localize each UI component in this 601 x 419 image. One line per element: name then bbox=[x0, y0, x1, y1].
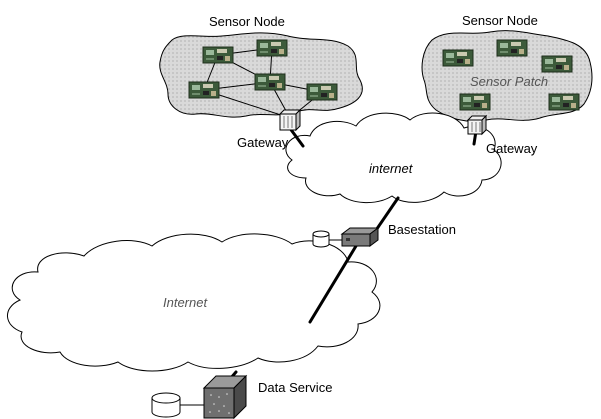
sensor-board bbox=[202, 46, 234, 64]
gateway-right-device bbox=[466, 114, 488, 136]
basestation-database-icon bbox=[312, 230, 342, 248]
data-service-server bbox=[202, 374, 248, 419]
sensor-node-label-left: Sensor Node bbox=[209, 14, 285, 29]
gateway-label-right: Gateway bbox=[486, 141, 538, 156]
internet-cloud-small bbox=[285, 112, 502, 203]
gateway-left-device bbox=[278, 108, 302, 132]
internet-large-label: Internet bbox=[163, 295, 208, 310]
sensor-board bbox=[306, 83, 338, 101]
basestation-label: Basestation bbox=[388, 222, 456, 237]
sensor-board bbox=[188, 81, 220, 99]
data-service-label: Data Service bbox=[258, 380, 332, 395]
sensor-board bbox=[459, 93, 491, 111]
sensor-patch-label: Sensor Patch bbox=[470, 74, 548, 89]
sensor-board bbox=[548, 93, 580, 111]
data-service-database-icon bbox=[151, 392, 204, 418]
sensor-board bbox=[496, 39, 528, 57]
sensor-board bbox=[541, 55, 573, 73]
internet-small-label: internet bbox=[369, 161, 414, 176]
sensor-node-label-right: Sensor Node bbox=[462, 13, 538, 28]
sensor-board bbox=[442, 49, 474, 67]
sensor-board bbox=[256, 39, 288, 57]
sensor-board bbox=[254, 73, 286, 91]
gateway-label-left: Gateway bbox=[237, 135, 289, 150]
basestation-device bbox=[340, 227, 380, 247]
internet-cloud-large bbox=[7, 233, 381, 372]
